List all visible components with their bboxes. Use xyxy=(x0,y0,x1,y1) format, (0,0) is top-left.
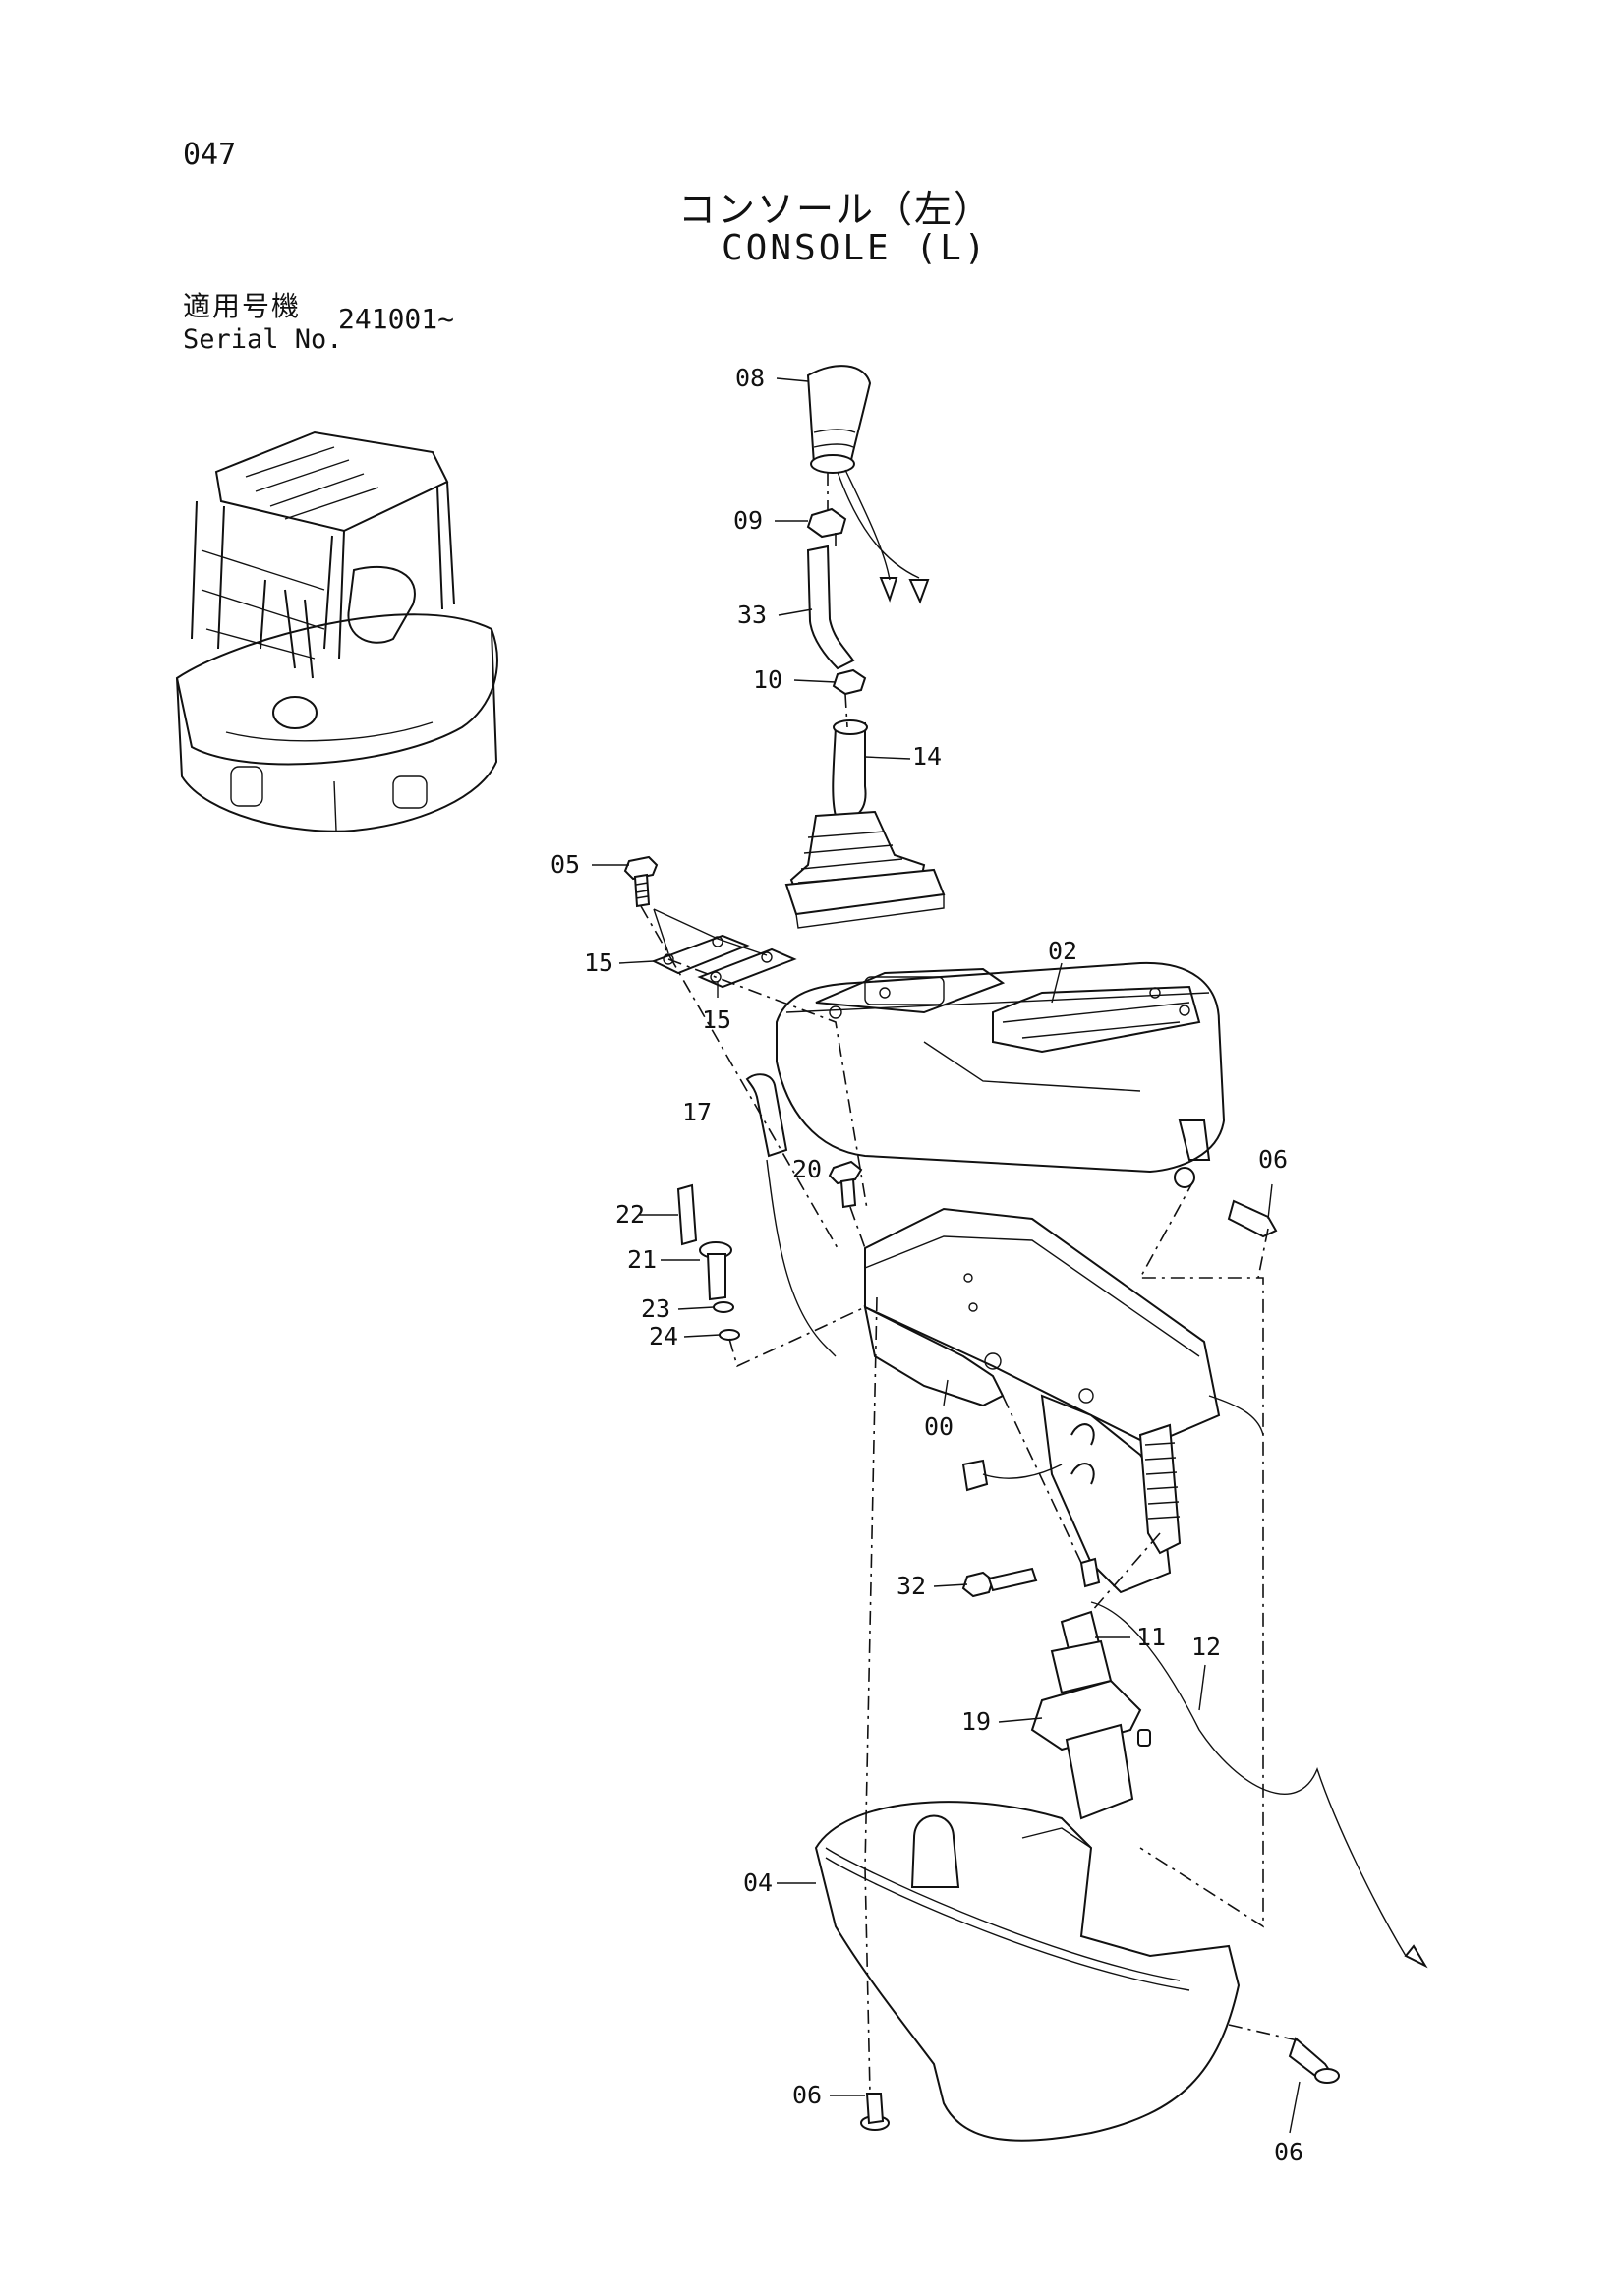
callout-24: 24 xyxy=(649,1322,678,1350)
guide-lines xyxy=(640,472,1299,2095)
part-21-pin xyxy=(699,1241,732,1301)
callout-20: 20 xyxy=(792,1155,822,1183)
serial-value: 241001~ xyxy=(338,303,455,335)
callout-02: 02 xyxy=(1048,937,1077,965)
part-20-bolt xyxy=(828,1160,863,1209)
part-14-lever-boot xyxy=(784,719,946,929)
callout-33: 33 xyxy=(737,601,767,629)
callout-32: 32 xyxy=(897,1572,926,1600)
title-english: CONSOLE (L) xyxy=(722,228,989,268)
callout-17: 17 xyxy=(682,1098,712,1126)
serial-label-english: Serial No. xyxy=(183,324,343,355)
part-19-switch xyxy=(1030,1557,1428,1969)
callout-14: 14 xyxy=(912,742,942,771)
title-japanese: コンソール（左） xyxy=(678,188,994,231)
callout-11: 11 xyxy=(1136,1623,1166,1651)
part-22-pin xyxy=(676,1183,698,1246)
callout-23: 23 xyxy=(641,1294,670,1323)
page-number: 047 xyxy=(183,138,237,172)
callout-12: 12 xyxy=(1191,1633,1221,1661)
part-06-bolt-lower-right xyxy=(1288,2037,1340,2084)
callout-04: 04 xyxy=(743,1868,773,1897)
callout-06-a: 06 xyxy=(1258,1145,1288,1174)
part-24-washer xyxy=(719,1329,740,1341)
part-33-rod xyxy=(806,545,855,670)
callout-09: 09 xyxy=(733,506,763,535)
leader-lines xyxy=(592,377,1301,2134)
callout-19: 19 xyxy=(961,1707,991,1736)
callout-15-a: 15 xyxy=(584,948,613,977)
part-23-washer xyxy=(713,1301,734,1313)
part-04-lower-cover xyxy=(814,1801,1241,2142)
serial-label-japanese: 適用号機 xyxy=(183,290,302,322)
part-09-nut xyxy=(806,507,847,539)
callout-21: 21 xyxy=(627,1245,657,1274)
part-06-bolt-upper xyxy=(1174,1167,1278,1238)
callout-05: 05 xyxy=(550,850,580,879)
callout-06-c: 06 xyxy=(1274,2138,1303,2166)
callout-labels: 08 09 33 10 14 05 15 15 02 17 20 06 22 2… xyxy=(550,364,1303,2166)
callout-06-b: 06 xyxy=(792,2081,822,2109)
part-17-hose xyxy=(745,1073,788,1158)
machine-thumbnail xyxy=(175,430,498,832)
part-10-nut xyxy=(832,668,867,696)
part-15-plates xyxy=(651,908,797,989)
callout-22: 22 xyxy=(615,1200,645,1229)
part-00-console-frame xyxy=(863,1207,1264,1594)
part-02-console-cover xyxy=(776,961,1226,1174)
part-32-bolt xyxy=(961,1567,1038,1598)
part-08-grip xyxy=(806,365,930,604)
callout-08: 08 xyxy=(735,364,765,392)
callout-10: 10 xyxy=(753,665,782,694)
part-05-bolt xyxy=(623,855,659,908)
part-06-bolt-lower-left xyxy=(860,2093,890,2131)
part-17-hose-line xyxy=(766,1159,837,1357)
callout-00: 00 xyxy=(924,1412,954,1441)
callout-15-b: 15 xyxy=(702,1005,731,1034)
